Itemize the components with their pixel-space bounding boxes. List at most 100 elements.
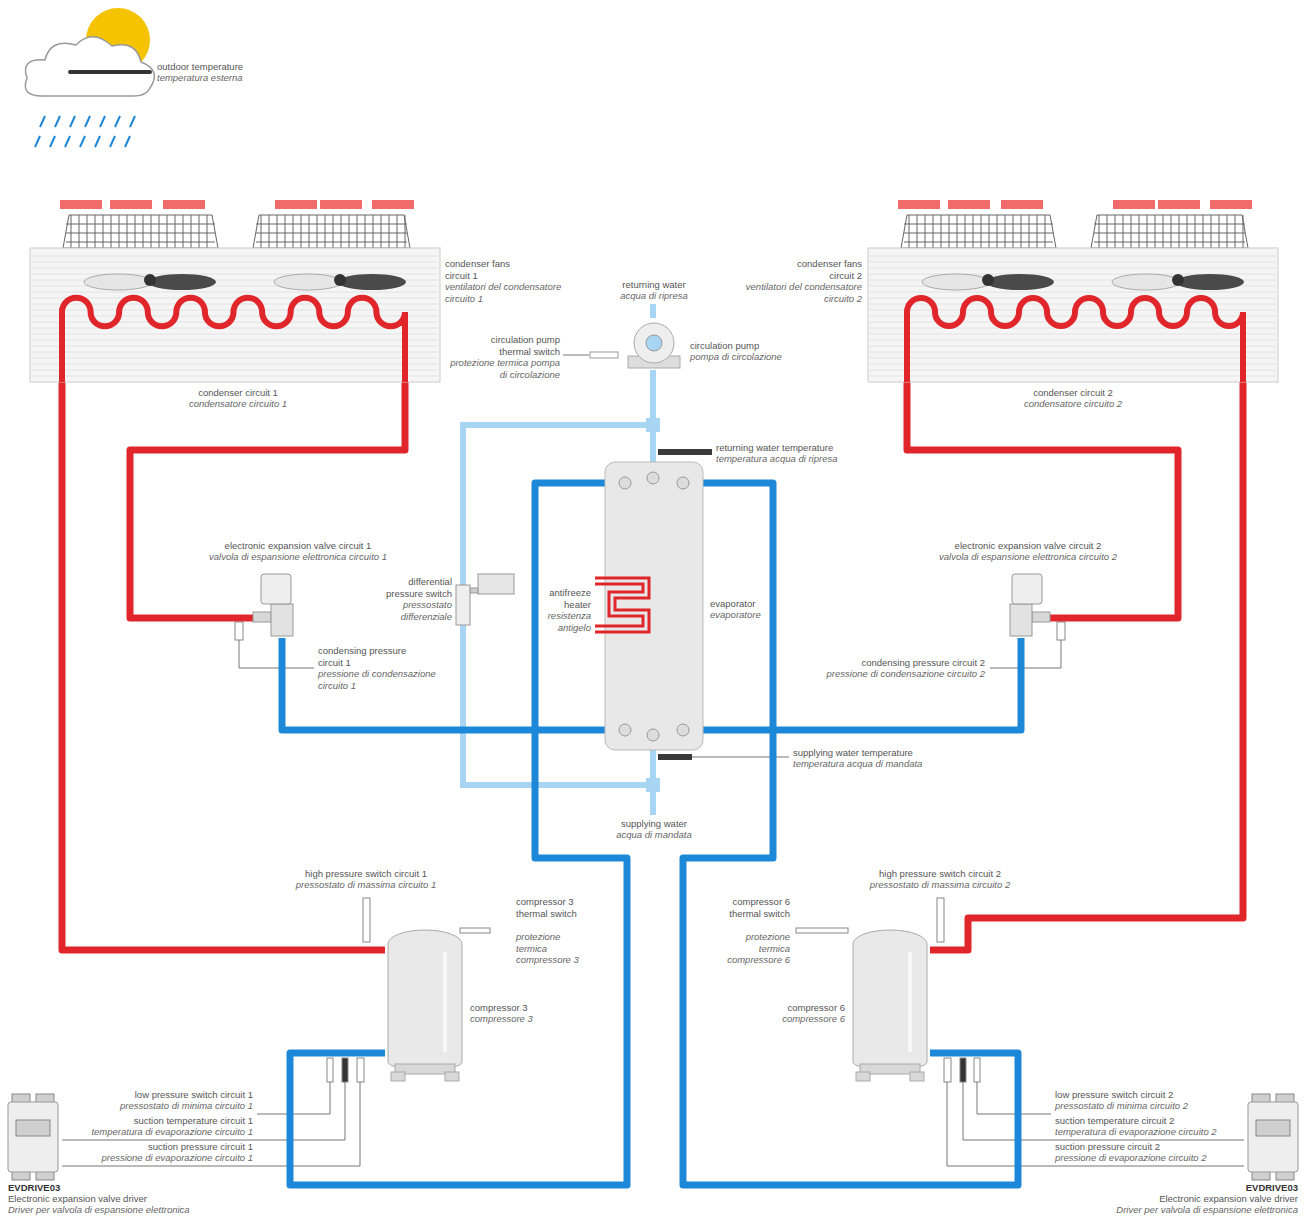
fin: [870, 268, 1276, 269]
leader-line: [62, 1082, 1244, 1166]
fin: [870, 346, 1276, 347]
fan-grille: [1243, 215, 1244, 248]
component-comp: compressor 3compressore 3: [385, 922, 465, 1087]
callout-label: returning water temperature: [716, 442, 886, 454]
fan-grille: [1163, 215, 1164, 248]
refrigerant-pipe: [650, 370, 656, 462]
fan-grille: [1021, 215, 1022, 248]
differential-pressure-switch: [478, 574, 514, 594]
fan-grille: [135, 215, 136, 248]
fan-grille: [357, 215, 358, 248]
fin: [32, 370, 438, 371]
fin: [870, 340, 1276, 341]
fin: [32, 352, 438, 353]
callout-label: pressione di evaporazione circuito 1: [63, 1152, 253, 1164]
callout-label: resistenza antigelo: [531, 610, 591, 633]
pressure-transducer: [1057, 622, 1065, 640]
callout-label: pressostato di massima circuito 2: [840, 879, 1040, 891]
port: [647, 729, 659, 741]
callout-label: circulation pump thermal switch: [470, 334, 560, 357]
component-label: compressore 6: [755, 1013, 845, 1025]
compressor-thermal-switch: [460, 928, 490, 933]
fan-grille: [66, 233, 215, 234]
fan-grille: [1155, 215, 1156, 248]
callout-label: low pressure switch circuit 2: [1055, 1089, 1245, 1101]
fan-grille: [373, 215, 374, 248]
fan-grille: [87, 215, 88, 248]
component-cond: condenser circuit 2condensatore circuito…: [868, 200, 1278, 382]
fan-grille: [1147, 215, 1148, 248]
port: [677, 724, 689, 736]
fin: [32, 340, 438, 341]
fan-grille: [285, 215, 286, 248]
fin: [870, 262, 1276, 263]
heat-bar: [60, 200, 102, 209]
callout-label: suction temperature circuit 1: [63, 1115, 253, 1127]
heat-bar: [1158, 200, 1200, 209]
fan-grille: [1091, 215, 1248, 248]
fan-grille: [253, 215, 410, 248]
heat-bar: [372, 200, 414, 209]
fan-grille: [917, 215, 918, 248]
fan-grille: [1107, 215, 1108, 248]
fan-grille: [175, 215, 176, 248]
callout-label: acqua di ripresa: [599, 290, 709, 302]
callout-label: temperatura acqua di mandata: [793, 758, 963, 770]
callout-label: pressione di evaporazione circuito 2: [1055, 1152, 1245, 1164]
fin: [32, 376, 438, 377]
fan-grille: [901, 215, 1056, 248]
fan-grille: [941, 215, 942, 248]
fin: [32, 256, 438, 257]
component-label: Driver per valvola di espansione elettro…: [8, 1204, 268, 1216]
compressor-foot: [910, 1072, 924, 1081]
weather-icon: [25, 37, 154, 96]
callout-label: temperatura acqua di ripresa: [716, 453, 886, 465]
fan-grille: [63, 215, 218, 248]
callout-label: condenser fans circuit 1: [445, 258, 525, 281]
fin: [870, 334, 1276, 335]
callout-label: protezione termica pompa di circolazione: [450, 357, 560, 380]
component-shape: [1248, 1094, 1298, 1180]
pressure-transducer: [235, 622, 243, 640]
rain-drops: [80, 136, 85, 147]
rain-drops: [70, 116, 75, 127]
pressure-transducer: [990, 640, 1061, 668]
fan-grille: [333, 215, 334, 248]
callout-label: suction pressure circuit 2: [1055, 1141, 1245, 1153]
fan-grille: [256, 242, 407, 243]
fan-grille: [1235, 215, 1236, 248]
component-label: pompa di circolazione: [690, 351, 820, 363]
condenser-coil: [907, 298, 1243, 382]
component-evap: evaporatorevaporatore: [605, 462, 703, 750]
refrigerant-pipe: [703, 638, 1021, 730]
fan-grille: [904, 233, 1053, 234]
fan-grille: [127, 215, 128, 248]
condenser-body: [868, 248, 1278, 382]
refrigerant-pipe: [282, 638, 605, 730]
callout-label: temperatura di evaporazione circuito 2: [1055, 1126, 1245, 1138]
fan-grille: [1005, 215, 1006, 248]
callout-label: suction pressure circuit 1: [63, 1141, 253, 1153]
pump-thermal-switch: [590, 352, 618, 358]
fin: [870, 364, 1276, 365]
fan-grille: [1091, 215, 1248, 248]
component-shape: [8, 1094, 58, 1180]
port: [619, 477, 631, 489]
compressor-thermal-switch: [796, 928, 848, 933]
fan-grille: [1219, 215, 1220, 248]
heat-bar: [1001, 200, 1043, 209]
component-label: compressor 3: [470, 1002, 560, 1014]
rain-drops: [40, 116, 45, 127]
differential-pressure-switch: [456, 574, 514, 625]
component-label: Electronic expansion valve driver: [8, 1193, 268, 1205]
fan-grille: [365, 215, 366, 248]
compressor-foot: [445, 1072, 459, 1081]
fan-blade: [1112, 274, 1180, 290]
callout-label: pressostato differenziale: [372, 599, 452, 622]
suction-sensors: [974, 1058, 980, 1082]
fan-grille: [1123, 215, 1124, 248]
condenser-body: [30, 248, 440, 382]
fin: [32, 262, 438, 263]
fan-grille: [301, 215, 302, 248]
component-cond: condenser circuit 1condensatore circuito…: [30, 200, 440, 382]
